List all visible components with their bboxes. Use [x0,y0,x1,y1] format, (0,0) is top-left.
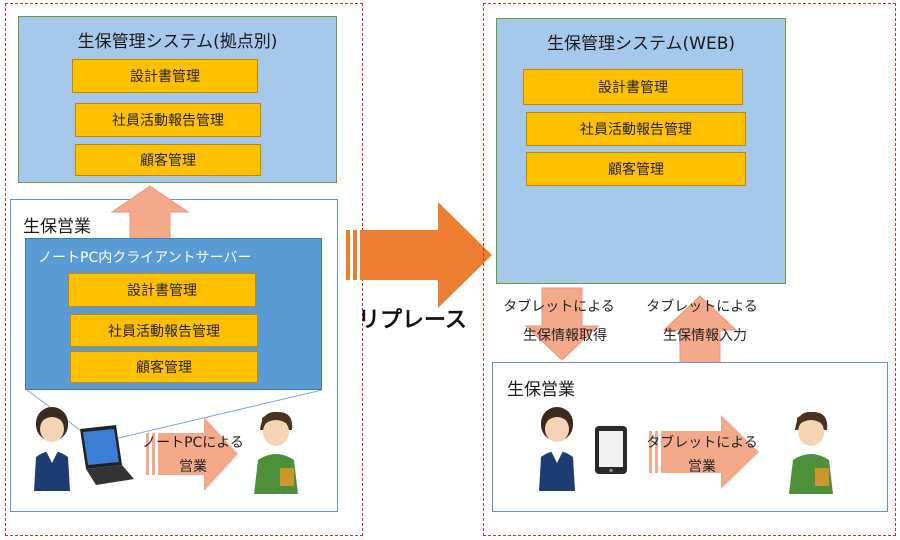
left-sales-note-1: ノートPCによる [142,435,244,451]
client-item-activity: 社員活動報告管理 [70,314,258,347]
left-system-title: 生保管理システム(拠点別) [77,32,278,52]
client-item-customer: 顧客管理 [70,351,258,383]
right-sales-note-2: 営業 [688,459,716,475]
client-item-design: 設計書管理 [68,273,256,307]
left-sales-note-2: 営業 [179,459,207,475]
left-sales-title: 生保営業 [23,217,91,237]
customer-icon [254,411,298,494]
tablet-icon [595,426,627,474]
left-system-item-design: 設計書管理 [72,59,258,93]
right-system-title: 生保管理システム(WEB) [547,34,735,54]
right-sales-title: 生保営業 [507,380,575,400]
right-system-box: 生保管理システム(WEB) 設計書管理 社員活動報告管理 顧客管理 [496,18,786,284]
replace-arrow [346,202,492,308]
saleswoman-icon [34,407,70,491]
client-server-box: ノートPC内クライアントサーバー 設計書管理 社員活動報告管理 顧客管理 [25,238,322,390]
right-system-item-activity: 社員活動報告管理 [526,112,746,146]
left-system-item-activity: 社員活動報告管理 [75,103,261,137]
right-down-label-2: 生保情報取得 [523,328,607,344]
right-sales-note-1: タブレットによる [646,435,758,451]
customer-icon [789,411,833,494]
right-sales-arrow [649,415,759,489]
left-system-box: 生保管理システム(拠点別) 設計書管理 社員活動報告管理 顧客管理 [18,16,337,183]
right-dashed-region [483,3,896,536]
right-up-label-2: 生保情報入力 [663,328,747,344]
right-up-label-1: タブレットによる [646,299,758,315]
right-down-arrow [524,287,600,361]
right-system-item-customer: 顧客管理 [526,152,746,186]
right-down-label-1: タブレットによる [503,299,615,315]
left-sales-arrow [146,417,238,491]
right-system-item-design: 設計書管理 [523,69,743,105]
saleswoman-icon [539,407,575,491]
laptop-icon [80,425,134,485]
client-server-title: ノートPC内クライアントサーバー [38,250,252,266]
left-system-item-customer: 顧客管理 [75,144,261,176]
replace-label: リプレース [358,308,467,333]
